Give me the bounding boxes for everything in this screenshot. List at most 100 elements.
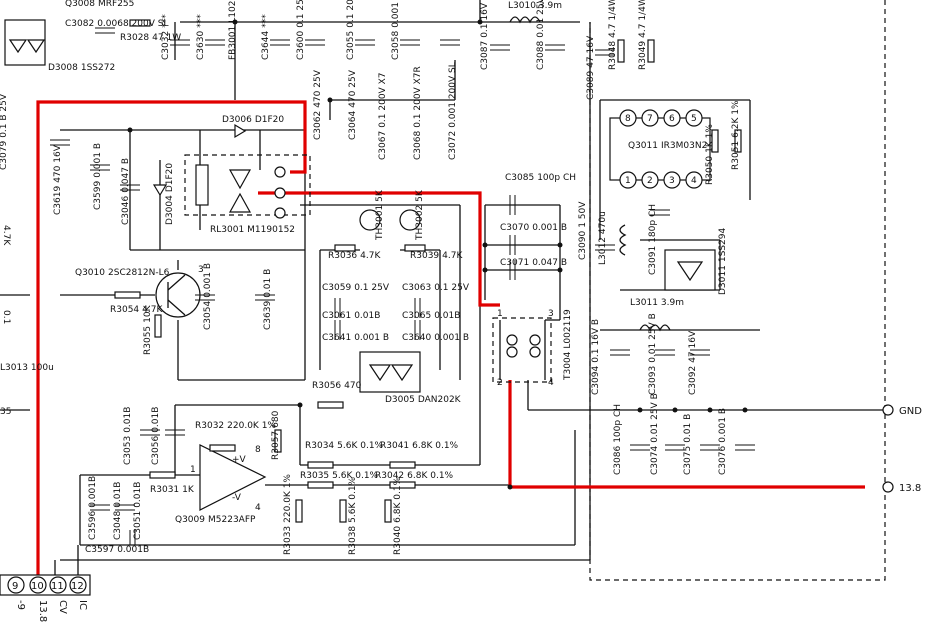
part-value: 470 bbox=[344, 381, 361, 391]
part-ref: RL3001 bbox=[210, 225, 244, 235]
stray-label: 0.1 bbox=[1, 310, 11, 324]
part-value: 470 25V bbox=[348, 69, 358, 107]
part-value: 0.001 200V SL bbox=[448, 62, 458, 128]
part-label-c3090: C30901 50V bbox=[578, 201, 588, 260]
part-value: 0.1 200V X7 bbox=[346, 0, 356, 28]
part-label-d3004: D3004D1F20 bbox=[165, 163, 175, 225]
part-value: 470 25V bbox=[313, 69, 323, 107]
part-value: DAN202K bbox=[418, 395, 462, 405]
part-value: 0.047 B bbox=[121, 158, 131, 193]
part-ref: R3032 bbox=[195, 421, 224, 431]
part-value: 3.9m bbox=[539, 1, 562, 11]
part-label-c3051: C30510.01B bbox=[133, 482, 143, 540]
part-label-c3068: C30680.1 200V X7R bbox=[413, 66, 423, 160]
connector-pin-label: 9 bbox=[12, 581, 18, 592]
part-label-c3599: C35990.001 B bbox=[93, 143, 103, 210]
part-value: M1190152 bbox=[247, 225, 295, 235]
part-ref: C3090 bbox=[578, 231, 588, 260]
part-ref: C3630 bbox=[196, 31, 206, 60]
ic-pin-8: 8 bbox=[625, 114, 631, 124]
gnd-label: GND bbox=[899, 406, 922, 417]
opamp-pin-8: 8 bbox=[255, 445, 261, 455]
part-value: 1K bbox=[182, 485, 195, 495]
part-ref: D3004 bbox=[165, 195, 175, 225]
part-ref: C3032 bbox=[161, 31, 171, 60]
part-label-c3086: C3086100p CH bbox=[613, 404, 623, 475]
part-value: 3.9m bbox=[661, 298, 684, 308]
part-value: 0.01B bbox=[113, 482, 123, 508]
part-value: 0.1 200V X7R bbox=[413, 66, 423, 128]
part-label-c3067: C30670.1 200V X7 bbox=[378, 73, 388, 160]
part-value: 4.7 1/4W bbox=[608, 0, 618, 38]
part-label-c3058: C30580.001 50V WSR bbox=[391, 0, 401, 60]
part-ref: R3031 bbox=[150, 485, 179, 495]
part-value: 0.001 B bbox=[354, 333, 389, 343]
part-value: 0.01 25V B bbox=[648, 313, 658, 363]
part-ref: C3644 bbox=[261, 31, 271, 60]
part-ref: Q3010 bbox=[75, 268, 105, 278]
part-ref: C3639 bbox=[263, 301, 273, 330]
part-label-c3056: C30560.01B bbox=[151, 407, 161, 465]
part-ref: C3094 bbox=[591, 366, 601, 395]
part-value: 47 1W bbox=[152, 33, 181, 43]
part-ref: TH3001 bbox=[375, 205, 385, 241]
ic-pin-5: 5 bbox=[691, 114, 697, 124]
v138-label: 13.8 bbox=[899, 483, 921, 494]
connector-pin-label: 11 bbox=[51, 581, 64, 592]
part-label-c3644: C3644*** bbox=[261, 14, 271, 60]
part-ref: Q3009 bbox=[175, 515, 205, 525]
part-label-c3072: C30720.001 200V SL bbox=[448, 62, 458, 160]
part-value: M5223AFP bbox=[208, 515, 256, 525]
part-ref: C3062 bbox=[313, 111, 323, 140]
part-value: 1SS294 bbox=[718, 228, 728, 263]
part-value: 6.2K 1% bbox=[731, 100, 741, 138]
connector-signal-name: -9 bbox=[15, 600, 26, 610]
part-ref: C3056 bbox=[151, 436, 161, 465]
connector-pin-9 bbox=[7, 576, 25, 594]
connector-signal-name: IC bbox=[77, 600, 88, 610]
part-value: 0.01B bbox=[133, 482, 143, 508]
part-label-c3600: C36000.1 25V X7 bbox=[296, 0, 306, 60]
part-ref: R3054 bbox=[110, 305, 139, 315]
part-value: 4.7 1/4W bbox=[638, 0, 648, 38]
part-label-r3050: R30501K 1% bbox=[705, 124, 715, 185]
part-label-d3011: D30111SS294 bbox=[718, 228, 728, 295]
part-ref: R3028 bbox=[120, 33, 149, 43]
part-value: 0.001 B bbox=[203, 263, 213, 298]
part-value: 5.6K 0.1% bbox=[348, 476, 358, 522]
part-ref: R3035 bbox=[300, 471, 329, 481]
part-label-c3093: C30930.01 25V B bbox=[648, 313, 658, 395]
part-value: 47 16V bbox=[586, 35, 596, 68]
part-value: 0.01 B bbox=[683, 414, 693, 443]
part-ref: R3039 bbox=[410, 251, 439, 261]
stray-label: 4.7K bbox=[1, 225, 11, 246]
part-ref: C3092 bbox=[688, 366, 698, 395]
part-ref: R3057 bbox=[271, 431, 281, 460]
part-value: 0.01 25V B bbox=[650, 393, 660, 443]
part-value: 5K bbox=[375, 189, 385, 202]
part-value: 220.0K 1% bbox=[283, 474, 293, 523]
part-value: 0.1 25V bbox=[434, 283, 470, 293]
part-label-c3064: C3064470 25V bbox=[348, 69, 358, 140]
part-ref: C3640 bbox=[402, 333, 431, 343]
part-ref: R3040 bbox=[393, 526, 403, 555]
part-ref: C3596 bbox=[88, 511, 98, 540]
part-value: IR3M03N2 bbox=[661, 141, 707, 151]
part-value: 0.001 50V WSR bbox=[391, 0, 401, 28]
